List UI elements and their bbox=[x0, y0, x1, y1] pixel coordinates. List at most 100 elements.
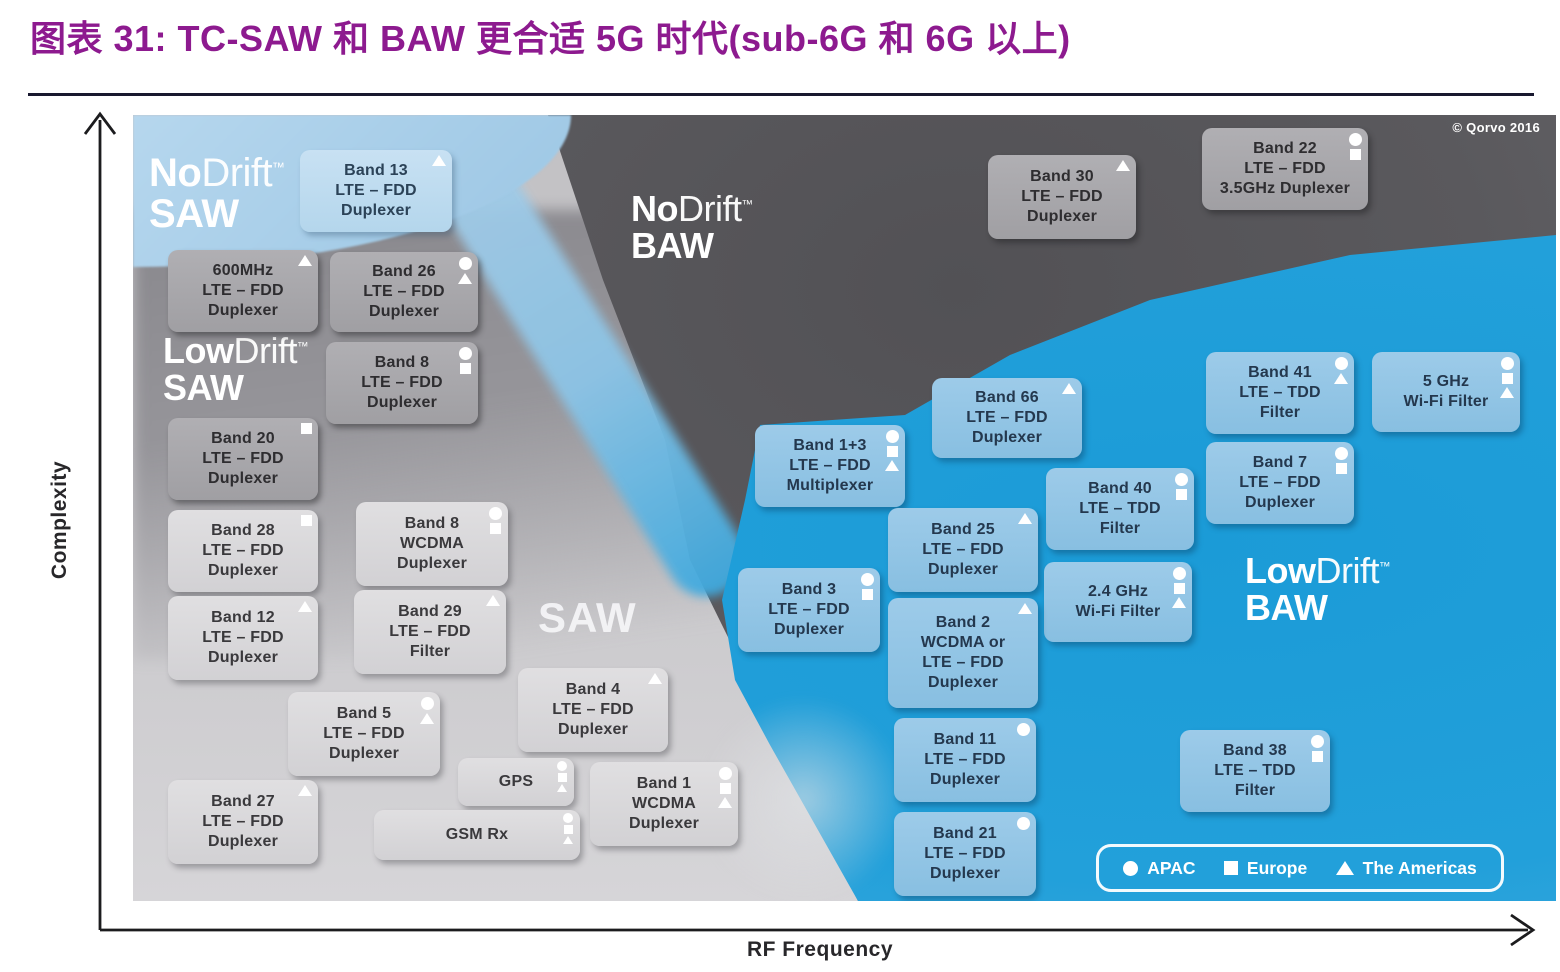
band-box-text: Filter bbox=[409, 643, 451, 660]
band-box-text: LTE – TDD bbox=[1239, 384, 1321, 401]
square-marker-icon bbox=[301, 423, 312, 434]
legend-item-label: The Americas bbox=[1362, 857, 1477, 878]
band-box-text: Duplexer bbox=[927, 561, 999, 578]
band-box-text: LTE – FDD bbox=[361, 374, 443, 391]
zone-label-trail: Drift bbox=[233, 330, 297, 371]
band-box-text: Multiplexer bbox=[786, 477, 874, 494]
circle-marker-icon bbox=[1311, 735, 1324, 748]
triangle-marker-icon bbox=[557, 784, 567, 792]
band-box-text: WCDMA bbox=[631, 795, 697, 812]
zone-label-line2: BAW bbox=[631, 224, 714, 266]
y-axis-label: Complexity bbox=[48, 460, 71, 580]
band-box-text: Wi-Fi Filter bbox=[1403, 393, 1489, 410]
triangle-marker-icon bbox=[298, 601, 312, 612]
triangle-marker-icon bbox=[1334, 373, 1348, 384]
band-box-gsm-rx: GSM Rx bbox=[374, 810, 580, 860]
band-box-text: Duplexer bbox=[557, 721, 629, 738]
market-marker-stack bbox=[489, 507, 502, 534]
square-marker-icon bbox=[862, 589, 873, 600]
band-box-text: Band 11 bbox=[933, 731, 997, 748]
market-marker-stack bbox=[861, 573, 874, 600]
band-box-text: Duplexer bbox=[340, 202, 412, 219]
market-marker-stack bbox=[1017, 817, 1030, 830]
market-marker-stack bbox=[298, 255, 312, 266]
band-box-text: 2.4 GHz bbox=[1087, 583, 1149, 600]
band-box-text: Duplexer bbox=[929, 865, 1001, 882]
band-box-text: Band 21 bbox=[933, 825, 997, 842]
band-box-text: LTE – FDD bbox=[1239, 474, 1321, 491]
triangle-marker-icon bbox=[1062, 383, 1076, 394]
y-axis-arrow-icon bbox=[83, 111, 117, 135]
triangle-marker-icon bbox=[563, 836, 573, 844]
band-box-text: Duplexer bbox=[929, 771, 1001, 788]
band-box-text: Duplexer bbox=[207, 649, 279, 666]
x-axis-arrow-icon bbox=[1510, 913, 1536, 947]
band-box-band-29: Band 29 LTE – FDD Filter bbox=[354, 590, 506, 674]
band-box-text: Duplexer bbox=[971, 429, 1043, 446]
band-box-text: Filter bbox=[1259, 404, 1301, 421]
band-box-text: Band 8 bbox=[404, 515, 460, 532]
market-marker-stack bbox=[557, 761, 567, 792]
band-box-text: Duplexer bbox=[366, 394, 438, 411]
circle-marker-icon bbox=[1349, 133, 1362, 146]
zone-label-lead: Low bbox=[1245, 550, 1316, 591]
band-box-text: LTE – FDD bbox=[389, 623, 471, 640]
market-marker-stack bbox=[1335, 447, 1348, 474]
circle-marker-icon bbox=[420, 697, 434, 710]
band-box-text: Duplexer bbox=[328, 745, 400, 762]
band-box-text: Band 13 bbox=[344, 162, 408, 179]
band-box-text: Band 41 bbox=[1248, 364, 1312, 381]
band-box-text: LTE – TDD bbox=[1214, 762, 1296, 779]
triangle-marker-icon bbox=[1500, 387, 1514, 398]
market-marker-stack bbox=[1017, 723, 1030, 736]
square-marker-icon bbox=[1312, 751, 1323, 762]
zone-label-lead: No bbox=[631, 188, 679, 229]
market-marker-stack bbox=[301, 423, 312, 434]
band-box-text: Band 25 bbox=[931, 521, 995, 538]
band-box-band-41: Band 41 LTE – TDD Filter bbox=[1206, 352, 1354, 434]
band-box-text: Duplexer bbox=[927, 674, 999, 691]
band-box-text: Band 29 bbox=[398, 603, 462, 620]
band-box-text: LTE – FDD bbox=[966, 409, 1048, 426]
band-box-text: Band 3 bbox=[781, 581, 837, 598]
market-marker-stack bbox=[432, 155, 446, 166]
square-marker-icon bbox=[1173, 583, 1185, 594]
circle-marker-icon bbox=[459, 347, 472, 360]
band-box-text: LTE – FDD bbox=[323, 725, 405, 742]
band-box-text: Band 1+3 bbox=[793, 437, 867, 454]
circle-marker-icon bbox=[489, 507, 502, 520]
band-box-text: LTE – FDD bbox=[924, 845, 1006, 862]
band-box-text: Duplexer bbox=[1026, 208, 1098, 225]
triangle-marker-icon bbox=[718, 797, 732, 808]
band-box-text: 600MHz bbox=[212, 262, 274, 279]
circle-marker-icon bbox=[1500, 357, 1514, 370]
band-box-text: Duplexer bbox=[396, 555, 468, 572]
triangle-marker-icon bbox=[885, 460, 899, 471]
band-box-text: Filter bbox=[1099, 520, 1141, 537]
copyright-note: © Qorvo 2016 bbox=[1452, 120, 1540, 135]
band-box-text: LTE – FDD bbox=[202, 542, 284, 559]
band-box-text: Duplexer bbox=[207, 302, 279, 319]
triangle-marker-icon bbox=[298, 785, 312, 796]
band-box-text: Duplexer bbox=[368, 303, 440, 320]
band-box-text: Filter bbox=[1234, 782, 1276, 799]
circle-marker-icon bbox=[861, 573, 874, 586]
square-marker-icon bbox=[886, 446, 898, 457]
band-box-text: WCDMA bbox=[399, 535, 465, 552]
circle-marker-icon bbox=[458, 257, 472, 270]
